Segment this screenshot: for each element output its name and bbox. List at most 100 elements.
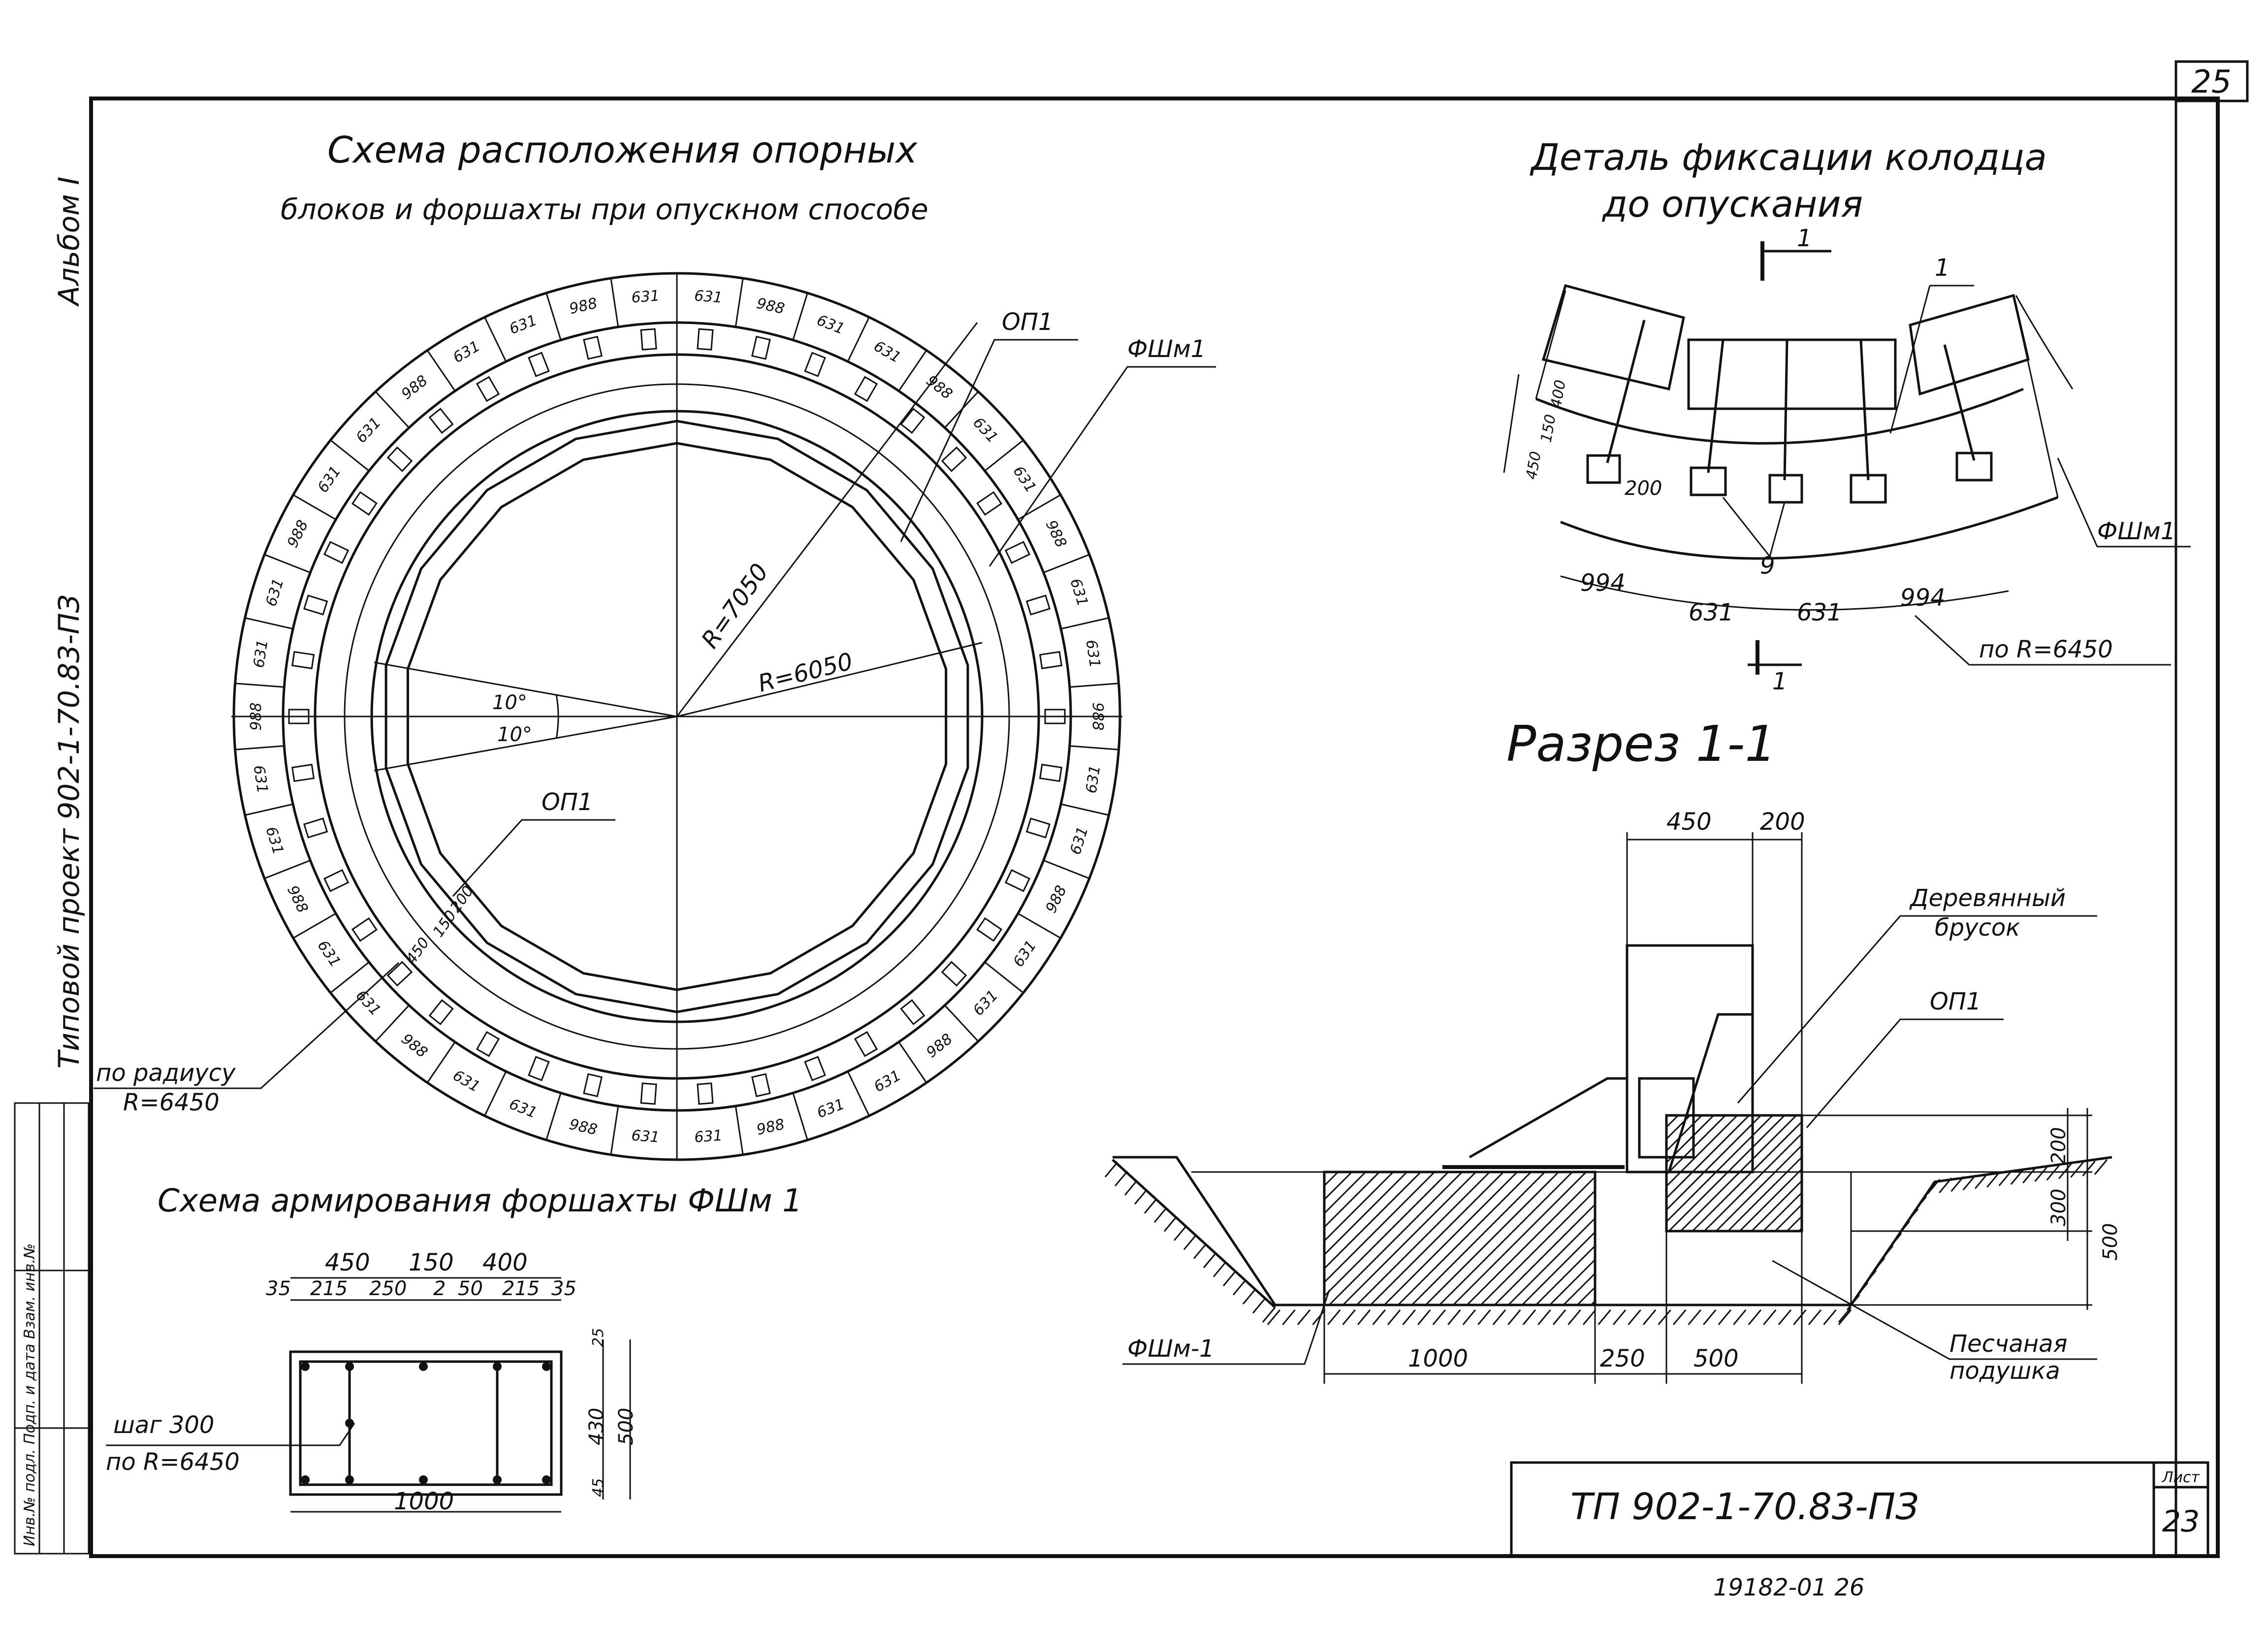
support-block-right [1909, 293, 2030, 396]
top-sheet-number: 25 [2191, 64, 2231, 100]
project-label: Типовой проект 902-1-70.83-ПЗ [52, 594, 86, 1069]
support-block [386, 961, 413, 987]
block-hatch-stroke [1323, 1171, 1408, 1256]
spacing-label: 631 [250, 639, 271, 669]
block-hatch-stroke [1323, 1171, 1422, 1270]
op1-sec-leader [1806, 1018, 2004, 1128]
ground-hatch-stroke [2070, 1162, 2084, 1178]
ground-hatch-stroke [1232, 1279, 1246, 1296]
block-hatch-stroke [1494, 1204, 1596, 1306]
block-hatch-stroke [1521, 1231, 1596, 1306]
spacing-label: 631 [871, 338, 904, 367]
ring-tick [1069, 683, 1119, 688]
ring-tick [792, 1093, 808, 1140]
well-wall [1626, 944, 1754, 1173]
strut [1469, 1077, 1629, 1159]
top-sheet-number-box [2174, 60, 2249, 102]
stamp-code: ТП 902-1-70.83-ПЗ [1570, 1486, 1919, 1528]
ground-hatch-stroke [1417, 1309, 1431, 1325]
ground-hatch-stroke [1183, 1234, 1197, 1250]
block-hatch-stroke [1323, 1171, 1449, 1297]
ring-tick [944, 1005, 979, 1042]
section-mark-top-label: 1 [1797, 225, 1812, 252]
angle-arc [555, 694, 559, 739]
ground-hatch-stroke [1242, 1289, 1256, 1305]
fsh1-label: ФШм-1 [1127, 1335, 1214, 1363]
sheet-number: 23 [2162, 1504, 2200, 1539]
plan-title-line1: Схема расположения опорных [327, 129, 918, 171]
block-hatch-stroke [1323, 1171, 1339, 1187]
support-block [804, 1056, 826, 1081]
block-hatch-stroke [1323, 1171, 1394, 1242]
support-block [900, 999, 926, 1025]
ground-hatch-stroke [1552, 1309, 1566, 1325]
spacing-label: 631 [262, 825, 287, 857]
spacing-label: 988 [398, 372, 431, 403]
section-title: Разрез 1-1 [1506, 715, 1776, 773]
ring-tick [847, 317, 870, 362]
reinf-scheme: 450 150 400 35 215 250 2 50 215 35 1000 … [106, 1249, 638, 1515]
section-mark-bottom-label: 1 [1772, 668, 1788, 695]
block-hatch-stroke [1576, 1286, 1596, 1306]
ring-tick [1069, 745, 1119, 750]
ground-hatch-stroke [1477, 1309, 1491, 1325]
pos-1-leader [1889, 285, 1931, 434]
reinf-d35b: 35 [551, 1277, 576, 1300]
ring-tick [264, 554, 311, 574]
bdim-1000: 1000 [1408, 1345, 1468, 1372]
rdim-200: 200 [2047, 1127, 2070, 1165]
ground-hatch-stroke [1905, 1208, 1919, 1224]
ground-hatch [1104, 1159, 2108, 1325]
timber-label-2: брусок [1935, 914, 2020, 942]
support-block [351, 917, 378, 942]
ring-tick [735, 278, 744, 327]
support-block [900, 408, 926, 434]
ground-hatch-stroke [1402, 1309, 1416, 1325]
detail-title-line2: до опускания [1601, 183, 1863, 226]
support-block [640, 1082, 657, 1105]
ground-hatch-stroke [2034, 1166, 2048, 1182]
ground-hatch-stroke [1863, 1270, 1877, 1286]
sec-dim-450: 450 [1666, 808, 1712, 836]
spacing-label: 631 [814, 312, 847, 338]
rdim-300: 300 [2047, 1189, 2070, 1226]
ground-hatch-stroke [1703, 1309, 1717, 1325]
spacing-label: 631 [1067, 825, 1091, 857]
ground-hatch-stroke [1387, 1309, 1401, 1325]
dim-450-label: 450 [403, 935, 433, 968]
support-block [323, 869, 350, 892]
ground-hatch-stroke [1213, 1261, 1227, 1277]
spacing-label: 631 [352, 987, 384, 1019]
spacing-label: 631 [815, 1096, 847, 1122]
dim-left-400: 400 [1547, 379, 1569, 409]
ground-hatch-stroke [1628, 1309, 1641, 1325]
slope-left [1112, 1159, 1276, 1308]
timber-leader [1737, 915, 2097, 1104]
ring-tick [375, 391, 410, 428]
angle-ray-bottom [374, 716, 677, 772]
block-hatch-stroke [1549, 1259, 1596, 1306]
reinf-top-150: 150 [409, 1249, 454, 1276]
block-hatch-stroke [1774, 1204, 1803, 1232]
ground-hatch-stroke [1733, 1309, 1747, 1325]
block-hatch-stroke [1323, 1171, 1380, 1228]
sheet-box [2152, 1461, 2209, 1558]
reinf-top-450: 450 [325, 1249, 370, 1276]
ring-tick [245, 617, 293, 630]
spacing-label: 631 [507, 312, 540, 338]
support-block [528, 1056, 550, 1081]
block-hatch-stroke [1397, 1171, 1532, 1306]
ground-hatch-stroke [1896, 1221, 1911, 1237]
spacing-label: 988 [568, 1116, 599, 1139]
by-r-leader [1914, 615, 2171, 666]
ring-tick [235, 683, 285, 688]
ground-hatch-stroke [1432, 1309, 1446, 1325]
spacing-label: 988 [923, 1030, 956, 1061]
support-block [941, 446, 967, 472]
spacing-label: 631 [250, 764, 271, 795]
block-hatch-stroke [1665, 1114, 1738, 1187]
rdim-500: 500 [2099, 1223, 2122, 1261]
detail-dim-631a: 631 [1689, 599, 1734, 626]
ground-hatch-stroke [1282, 1309, 1296, 1325]
